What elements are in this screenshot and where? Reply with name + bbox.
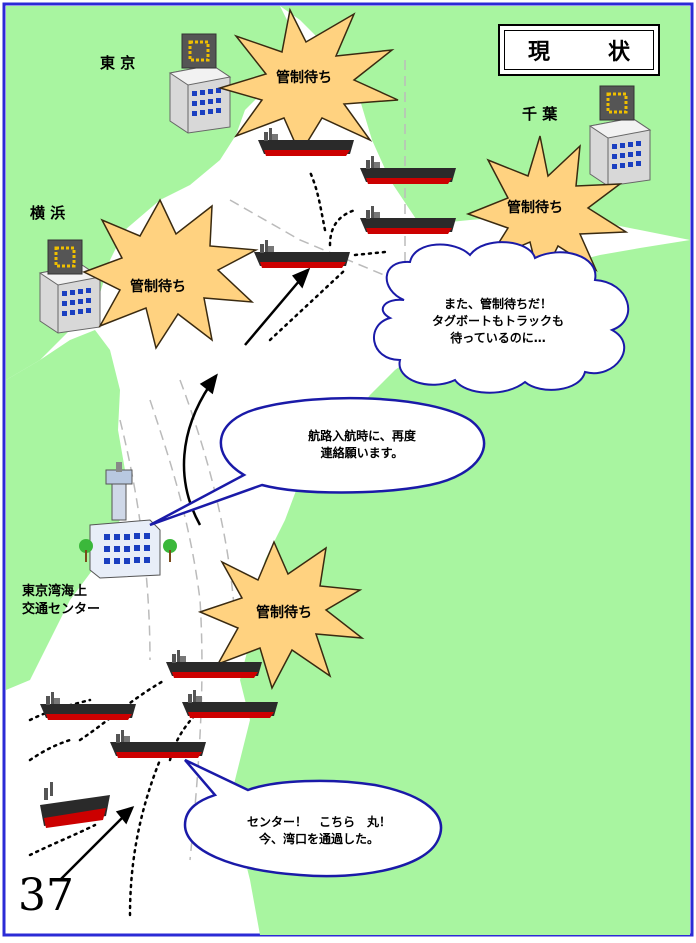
burst-label-chiba: 管制待ち [507,200,563,216]
ship-speech-text: センター！ こちら 丸！ 今、湾口を通過した。 [214,814,424,848]
burst-label-tokyo: 管制待ち [276,70,332,86]
ship-south-5 [40,782,110,828]
center-speech-line-1: 航路入航時に、再度 [308,429,416,443]
thought-line-3: 待っているのに… [450,331,546,345]
burst-south [197,540,365,690]
burst-tokyo [217,7,399,156]
tokyo-signal-icon [180,32,218,70]
chiba-building-icon [589,117,651,187]
burst-label-yokohama: 管制待ち [130,279,186,295]
center-speech-text: 航路入航時に、再度 連絡願います。 [262,428,462,462]
page-title: 現 状 [504,30,654,70]
label-traffic-center-line1: 東京湾海上 [22,584,88,599]
speech-bubble-ship [183,758,443,878]
traffic-center-icon [79,462,177,579]
land-boso [230,240,690,935]
label-yokohama: 横 浜 [30,204,66,222]
label-chiba: 千 葉 [522,105,558,123]
burst-yokohama [82,198,259,350]
label-tokyo: 東 京 [100,54,136,72]
thought-bubble [373,241,630,394]
ship-speech-line-2: 今、湾口を通過した。 [258,832,379,846]
center-speech-line-2: 連絡願います。 [320,446,404,460]
ship-speech-line-1: センター！ こちら 丸！ [246,815,391,829]
yokohama-signal-icon [46,238,84,276]
label-traffic-center-line2: 交通センター [22,602,101,617]
route-arrows-solid [59,267,311,881]
thought-line-1: また、管制待ちだ！ [443,297,552,311]
burst-label-south: 管制待ち [256,605,312,621]
page-number: 37 [18,870,74,921]
land-southwest [6,330,125,690]
title-box: 現 状 [498,24,660,76]
thought-bubble-text: また、管制待ちだ！ タグボートもトラックも 待っているのに… [408,296,588,347]
tokyo-building-icon [169,64,231,134]
label-traffic-center: 東京湾海上 交通センター [22,583,100,619]
thought-line-2: タグボートもトラックも [431,314,564,328]
speech-bubble-center [149,396,486,527]
chiba-signal-icon [598,84,636,122]
